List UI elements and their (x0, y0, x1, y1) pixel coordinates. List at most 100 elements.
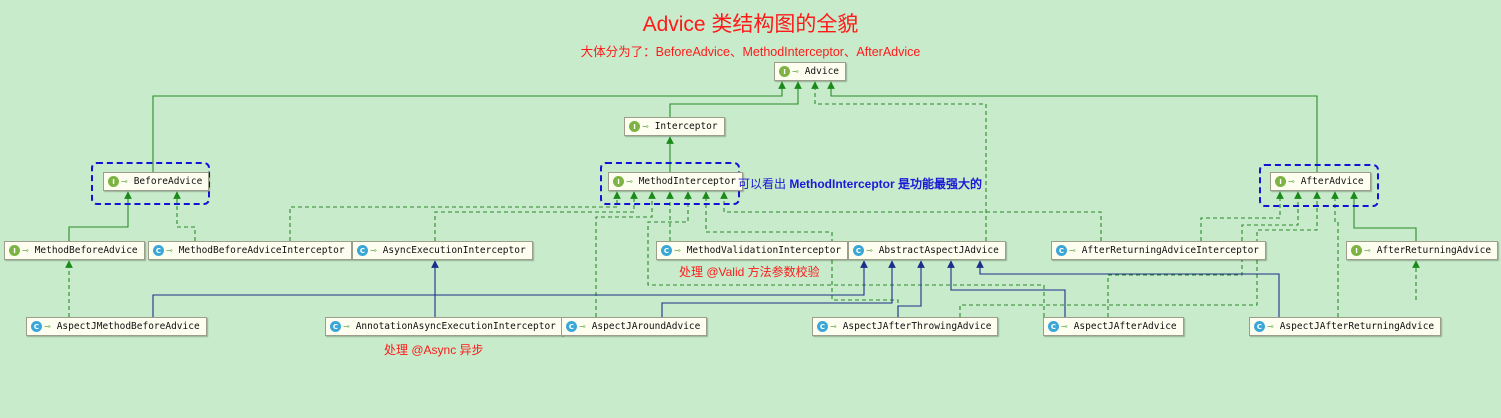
node-label: AsyncExecutionInterceptor (382, 245, 526, 256)
edge-after-advice-to-advice (827, 81, 1318, 172)
edge-after-returning-advice-to-after-advice (1350, 191, 1417, 241)
node-aspectj-method-before-advice[interactable]: C⊸ AspectJMethodBeforeAdvice (26, 317, 207, 336)
valid-note: 处理 @Valid 方法参数校验 (679, 265, 820, 279)
class-icon: C (153, 245, 164, 256)
node-annotation-async-execution-interceptor[interactable]: C⊸ AnnotationAsyncExecutionInterceptor (325, 317, 563, 336)
edge-ajara-to-abstract (976, 260, 1280, 317)
visibility-icon: ⊸ (792, 67, 799, 76)
interface-icon: I (1275, 176, 1286, 187)
async-note: 处理 @Async 异步 (384, 343, 484, 357)
class-icon: C (566, 321, 577, 332)
node-advice[interactable]: I⊸ Advice (774, 62, 847, 81)
node-aspectj-after-throwing-advice[interactable]: C⊸ AspectJAfterThrowingAdvice (812, 317, 999, 336)
node-after-advice[interactable]: I⊸ AfterAdvice (1270, 172, 1371, 191)
interface-icon: I (629, 121, 640, 132)
node-label: AnnotationAsyncExecutionInterceptor (355, 321, 556, 332)
edge-aspectj-after-to-abstract (947, 260, 1066, 317)
visibility-icon: ⊸ (44, 322, 51, 331)
node-abstract-aspectj-advice[interactable]: C⊸ AbstractAspectJAdvice (848, 241, 1006, 260)
node-aspectj-after-advice[interactable]: C⊸ AspectJAfterAdvice (1043, 317, 1184, 336)
interface-icon: I (108, 176, 119, 187)
class-icon: C (330, 321, 341, 332)
interface-icon: I (1351, 245, 1362, 256)
node-method-interceptor[interactable]: I⊸ MethodInterceptor (608, 172, 743, 191)
node-aspectj-around-advice[interactable]: C⊸ AspectJAroundAdvice (561, 317, 708, 336)
node-label: AspectJMethodBeforeAdvice (56, 321, 200, 332)
edge-aspectj-after-to-after-advice (1107, 191, 1302, 317)
edge-before-advice-to-advice (152, 81, 786, 172)
node-method-before-advice[interactable]: I⊸ MethodBeforeAdvice (4, 241, 145, 260)
class-icon: C (1048, 321, 1059, 332)
edge-async-to-method-interceptor (434, 191, 638, 241)
node-label: Interceptor (654, 121, 718, 132)
node-label: MethodBeforeAdviceInterceptor (178, 245, 345, 256)
method-interceptor-note: 可以看出 MethodInterceptor 是功能最强大的 (738, 177, 983, 191)
class-icon: C (817, 321, 828, 332)
node-label: Advice (804, 66, 840, 77)
edge-around-to-method-interceptor (595, 191, 656, 317)
edge-ajara-to-after-advice (1331, 191, 1339, 317)
node-label: AfterReturningAdvice (1376, 245, 1492, 256)
node-label: AbstractAspectJAdvice (878, 245, 999, 256)
visibility-icon: ⊸ (579, 322, 586, 331)
class-icon: C (1056, 245, 1067, 256)
node-label: AspectJAfterThrowingAdvice (842, 321, 992, 332)
class-icon: C (31, 321, 42, 332)
visibility-icon: ⊸ (166, 246, 173, 255)
edge-arai-to-method-interceptor (720, 191, 1102, 241)
visibility-icon: ⊸ (343, 322, 350, 331)
edge-method-before-advice-to-before-advice (68, 191, 132, 241)
visibility-icon: ⊸ (1288, 177, 1295, 186)
class-icon: C (661, 245, 672, 256)
visibility-icon: ⊸ (121, 177, 128, 186)
node-after-returning-advice[interactable]: I⊸ AfterReturningAdvice (1346, 241, 1499, 260)
visibility-icon: ⊸ (1364, 246, 1371, 255)
node-label: AspectJAroundAdvice (591, 321, 701, 332)
edge-after-advice-to-method-interceptor (647, 191, 1045, 317)
class-icon: C (853, 245, 864, 256)
edge-mbai-to-before-advice (173, 191, 196, 241)
edge-throwing-to-method-interceptor (702, 191, 899, 317)
node-interceptor[interactable]: I⊸ Interceptor (624, 117, 725, 136)
node-label: MethodInterceptor (638, 176, 736, 187)
visibility-icon: ⊸ (22, 246, 29, 255)
interface-icon: I (9, 245, 20, 256)
visibility-icon: ⊸ (1069, 246, 1076, 255)
node-before-advice[interactable]: I⊸ BeforeAdvice (103, 172, 210, 191)
node-method-before-advice-interceptor[interactable]: C⊸ MethodBeforeAdviceInterceptor (148, 241, 352, 260)
page-title: Advice 类结构图的全貌 (642, 13, 859, 36)
visibility-icon: ⊸ (642, 122, 649, 131)
edge-throwing-to-after-advice (959, 191, 1321, 317)
node-label: AfterAdvice (1300, 176, 1364, 187)
node-label: MethodValidationInterceptor (686, 245, 842, 256)
edge-throwing-to-abstract (897, 260, 925, 317)
node-label: BeforeAdvice (133, 176, 203, 187)
node-label: AfterReturningAdviceInterceptor (1081, 245, 1260, 256)
class-icon: C (1254, 321, 1265, 332)
visibility-icon: ⊸ (866, 246, 873, 255)
visibility-icon: ⊸ (674, 246, 681, 255)
visibility-icon: ⊸ (830, 322, 837, 331)
node-after-returning-advice-interceptor[interactable]: C⊸ AfterReturningAdviceInterceptor (1051, 241, 1267, 260)
visibility-icon: ⊸ (1061, 322, 1068, 331)
interface-icon: I (779, 66, 790, 77)
node-label: AspectJAfterAdvice (1073, 321, 1177, 332)
visibility-icon: ⊸ (1267, 322, 1274, 331)
edge-interceptor-to-advice (669, 81, 802, 117)
edge-abstract-aspectj-to-advice (811, 81, 987, 241)
node-label: MethodBeforeAdvice (34, 245, 138, 256)
visibility-icon: ⊸ (626, 177, 633, 186)
node-aspectj-after-returning-advice[interactable]: C⊸ AspectJAfterReturningAdvice (1249, 317, 1442, 336)
node-method-validation-interceptor[interactable]: C⊸ MethodValidationInterceptor (656, 241, 849, 260)
edge-mbai-to-method-interceptor (289, 191, 621, 241)
edge-around-to-abstract (661, 260, 896, 317)
page-subtitle: 大体分为了：BeforeAdvice、MethodInterceptor、Aft… (580, 45, 921, 59)
visibility-icon: ⊸ (370, 246, 377, 255)
class-icon: C (357, 245, 368, 256)
node-async-execution-interceptor[interactable]: C⊸ AsyncExecutionInterceptor (352, 241, 533, 260)
edge-ajmba-to-abstract (152, 260, 868, 317)
after-advice-highlight-box (1259, 164, 1379, 207)
node-label: AspectJAfterReturningAdvice (1279, 321, 1435, 332)
interface-icon: I (613, 176, 624, 187)
